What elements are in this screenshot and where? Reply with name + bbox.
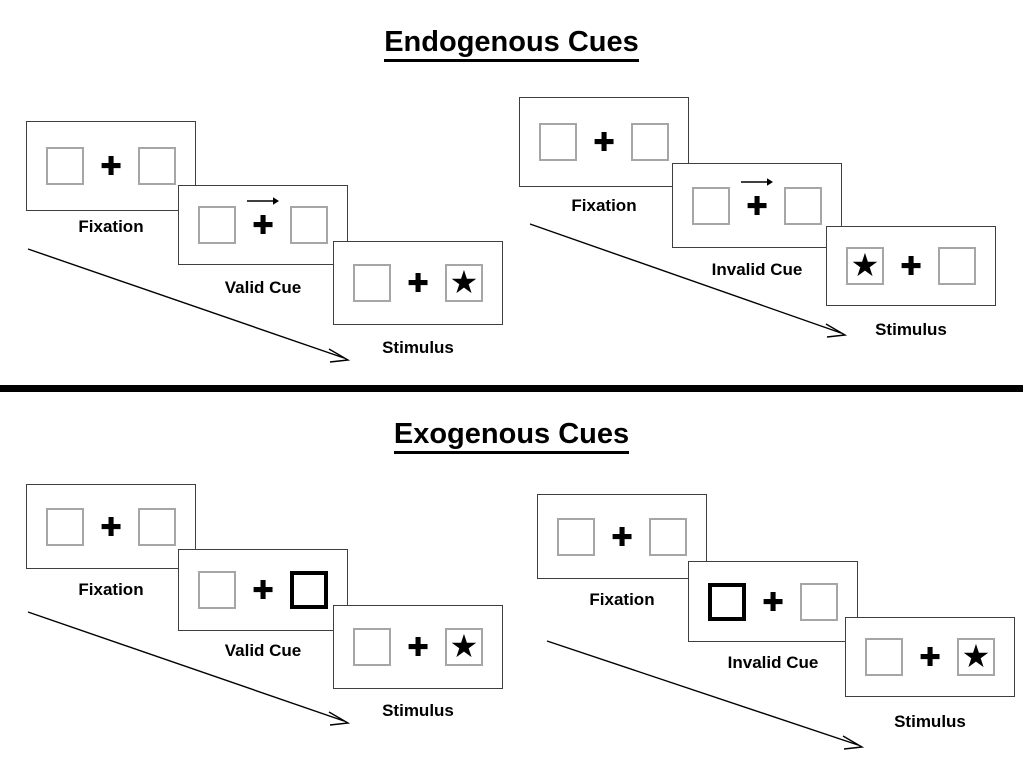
target-box-left bbox=[198, 571, 236, 609]
caption-exo-invalid-fixation: Fixation bbox=[589, 590, 655, 609]
star-stimulus-icon: ★ bbox=[449, 627, 479, 665]
fixation-cross: ✚ bbox=[236, 197, 290, 239]
frame-exo-invalid-stimulus[interactable]: ✚ ★ bbox=[845, 617, 1015, 697]
frame-content: ✚ bbox=[27, 122, 195, 210]
frame-endo-invalid-fixation[interactable]: ✚ bbox=[519, 97, 689, 187]
fixation-cross: ✚ bbox=[730, 177, 784, 220]
target-box-right bbox=[649, 517, 687, 556]
time-arrow-exogenous-left bbox=[27, 611, 351, 726]
caption-exo-invalid-cue: Invalid Cue bbox=[727, 653, 819, 672]
endogenous-cue-arrow-right-icon bbox=[741, 177, 773, 186]
target-box-right: ★ bbox=[957, 638, 995, 676]
fixation-cross: ✚ bbox=[762, 587, 784, 618]
caption-endo-invalid-cue: Invalid Cue bbox=[711, 260, 803, 279]
peripheral-cue-box-left bbox=[708, 582, 746, 621]
section-title-exogenous: Exogenous Cues bbox=[0, 418, 1023, 454]
frame-content: ★ ✚ bbox=[827, 227, 995, 305]
fixation-cross: ✚ bbox=[100, 152, 122, 182]
target-box-left: ★ bbox=[846, 247, 884, 285]
frame-content: ✚ ★ bbox=[334, 606, 502, 688]
frame-endo-invalid-stimulus[interactable]: ★ ✚ bbox=[826, 226, 996, 306]
target-box-left bbox=[865, 638, 903, 676]
frame-exo-invalid-cue[interactable]: ✚ bbox=[688, 561, 858, 642]
time-arrow-endogenous-right bbox=[529, 223, 848, 338]
target-box-right bbox=[800, 582, 838, 621]
frame-content: ✚ ★ bbox=[846, 618, 1014, 696]
frame-content: ✚ bbox=[27, 485, 195, 568]
fixation-cross: ✚ bbox=[407, 633, 429, 663]
caption-exo-invalid-stimulus: Stimulus bbox=[894, 712, 966, 731]
section-title-exogenous-text: Exogenous Cues bbox=[393, 418, 630, 454]
target-box-right: ★ bbox=[445, 264, 483, 302]
target-box-right: ★ bbox=[445, 628, 483, 666]
target-box-left bbox=[46, 507, 84, 546]
target-box-left bbox=[198, 206, 236, 244]
frame-content: ✚ bbox=[179, 186, 347, 264]
target-box-left bbox=[692, 186, 730, 225]
caption-exo-valid-stimulus: Stimulus bbox=[382, 701, 454, 720]
frame-endo-valid-cue[interactable]: ✚ bbox=[178, 185, 348, 265]
target-box-left bbox=[353, 628, 391, 666]
target-box-left bbox=[353, 264, 391, 302]
frame-content: ✚ bbox=[689, 562, 857, 641]
caption-endo-valid-stimulus: Stimulus bbox=[382, 338, 454, 357]
frame-endo-valid-fixation[interactable]: ✚ bbox=[26, 121, 196, 211]
section-title-endogenous: Endogenous Cues bbox=[0, 26, 1023, 62]
caption-endo-valid-cue: Valid Cue bbox=[224, 278, 302, 297]
target-box-right bbox=[290, 206, 328, 244]
frame-endo-valid-stimulus[interactable]: ✚ ★ bbox=[333, 241, 503, 325]
target-box-left bbox=[46, 147, 84, 185]
fixation-cross: ✚ bbox=[919, 643, 941, 673]
star-stimulus-icon: ★ bbox=[850, 246, 880, 284]
frame-content: ✚ bbox=[179, 550, 347, 630]
endogenous-cue-arrow-right-icon bbox=[247, 197, 279, 205]
frame-exo-valid-cue[interactable]: ✚ bbox=[178, 549, 348, 631]
fixation-cross: ✚ bbox=[252, 576, 274, 606]
frame-content: ✚ ★ bbox=[334, 242, 502, 324]
target-box-left bbox=[539, 123, 577, 161]
star-stimulus-icon: ★ bbox=[961, 637, 991, 675]
frame-exo-invalid-fixation[interactable]: ✚ bbox=[537, 494, 707, 579]
target-box-right bbox=[138, 507, 176, 546]
time-arrow-exogenous-right bbox=[546, 640, 865, 750]
caption-endo-invalid-fixation: Fixation bbox=[571, 196, 637, 215]
fixation-cross: ✚ bbox=[100, 512, 122, 543]
frame-exo-valid-fixation[interactable]: ✚ bbox=[26, 484, 196, 569]
peripheral-cue-box-right bbox=[290, 571, 328, 609]
section-divider bbox=[0, 385, 1023, 392]
target-box-left bbox=[557, 517, 595, 556]
frame-content: ✚ bbox=[673, 164, 841, 247]
star-stimulus-icon: ★ bbox=[449, 263, 479, 301]
target-box-right bbox=[784, 186, 822, 225]
caption-exo-valid-fixation: Fixation bbox=[78, 580, 144, 599]
frame-content: ✚ bbox=[538, 495, 706, 578]
fixation-cross: ✚ bbox=[593, 128, 615, 158]
fixation-cross: ✚ bbox=[407, 269, 429, 299]
target-box-right bbox=[938, 247, 976, 285]
frame-endo-invalid-cue[interactable]: ✚ bbox=[672, 163, 842, 248]
caption-exo-valid-cue: Valid Cue bbox=[224, 641, 302, 660]
frame-content: ✚ bbox=[520, 98, 688, 186]
time-arrow-endogenous-left bbox=[27, 248, 351, 363]
fixation-cross: ✚ bbox=[900, 252, 922, 282]
frame-exo-valid-stimulus[interactable]: ✚ ★ bbox=[333, 605, 503, 689]
caption-endo-invalid-stimulus: Stimulus bbox=[875, 320, 947, 339]
target-box-right bbox=[631, 123, 669, 161]
fixation-cross: ✚ bbox=[611, 522, 633, 553]
target-box-right bbox=[138, 147, 176, 185]
caption-endo-valid-fixation: Fixation bbox=[78, 217, 144, 236]
section-title-endogenous-text: Endogenous Cues bbox=[384, 26, 639, 62]
